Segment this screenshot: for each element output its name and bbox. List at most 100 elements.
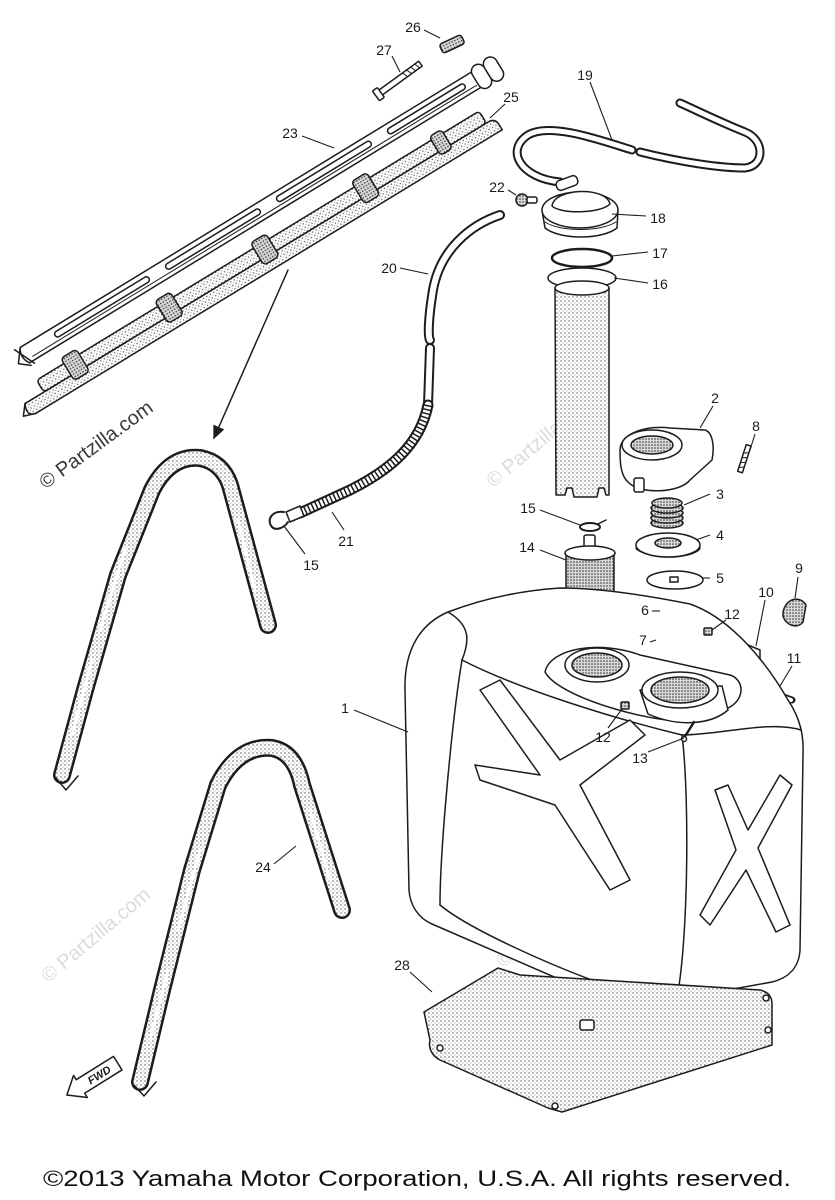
part-2-filler-cap [619, 426, 714, 493]
callout-17: 17 [652, 245, 668, 261]
tank-front-left-edge [439, 659, 463, 906]
pad-edge-tab [764, 1026, 772, 1034]
callout-14: 14 [519, 539, 535, 555]
tube-body [554, 287, 610, 498]
leader-4 [695, 534, 711, 541]
tank-front-top-edge [461, 659, 683, 736]
tube-end-foot [22, 402, 37, 418]
rail-inner-line [32, 84, 477, 357]
bolt-thread [738, 452, 750, 468]
part-9-clip [782, 598, 807, 627]
valve-nub [526, 196, 538, 204]
pad-edge-tab [762, 994, 770, 1002]
callout-8: 8 [752, 418, 760, 434]
callout-11: 11 [787, 650, 802, 666]
part-19-fuel-hose [512, 98, 765, 187]
tube-fitting [155, 292, 183, 323]
leader-27 [391, 55, 401, 73]
hose-inner [425, 212, 503, 343]
tank-top-recess [544, 646, 742, 723]
leader-19 [589, 81, 613, 141]
tube-fitting [61, 349, 89, 380]
callout-6: 6 [641, 602, 649, 618]
callout-4: 4 [716, 527, 724, 543]
strap-slots [70, 518, 257, 737]
bolt-head [372, 87, 385, 102]
bolt-shank [377, 60, 423, 97]
callout-7: 7 [639, 632, 647, 648]
callout-12-b: 12 [595, 729, 611, 745]
callout-5: 5 [716, 570, 724, 586]
part-12-nut [620, 701, 630, 710]
part-22-valve [515, 193, 538, 207]
part-24-strap-upper [53, 448, 277, 791]
leader-12-a [711, 619, 727, 631]
part-1-fuel-tank [404, 587, 804, 1007]
callout-3: 3 [716, 486, 724, 502]
rail-end-hook [13, 346, 36, 367]
part-15-hose-clip [268, 510, 289, 530]
leader-17 [611, 251, 649, 257]
tube-fitting [352, 173, 380, 204]
clip-ring [579, 522, 601, 532]
watermark-faint: © Partzilla.com [37, 884, 154, 987]
strap-fill [55, 451, 275, 782]
part-5-gasket [646, 570, 704, 590]
leader-21 [331, 511, 345, 531]
tube-fitting [429, 130, 452, 155]
part-17-o-ring [550, 247, 614, 269]
fwd-arrow: FWD [66, 1055, 123, 1099]
part-20-vent-hose [423, 210, 505, 410]
hose-inner [637, 100, 763, 171]
rail-slot [53, 276, 151, 338]
pad-edge-tab [436, 1044, 444, 1052]
pad-tab [579, 1019, 595, 1031]
leader-28 [409, 971, 433, 993]
strap-end-hook [133, 1081, 157, 1097]
leader-25 [489, 103, 506, 119]
callout-22: 22 [489, 179, 505, 195]
rail-slot [275, 140, 373, 203]
spring-coils [297, 403, 434, 518]
tank-front-x-emboss [474, 679, 646, 891]
tube-fitting [251, 234, 279, 265]
spring-outline [294, 399, 434, 519]
leader-15-left [283, 525, 306, 555]
rail-slot [386, 83, 466, 135]
hose-inner [514, 127, 635, 185]
leader-23 [301, 135, 335, 149]
spring-end-fitting [285, 505, 305, 523]
rail-end-loop [482, 56, 505, 82]
leader-26 [423, 29, 441, 39]
leader-24 [273, 845, 297, 865]
tank-side-x-emboss [699, 774, 793, 933]
callout-13: 13 [632, 750, 648, 766]
callout-15-left: 15 [303, 557, 319, 573]
tank-pump-inner [650, 676, 710, 704]
callout-23: 23 [282, 125, 298, 141]
callout-20: 20 [381, 260, 397, 276]
tank-right-top-edge [681, 725, 802, 736]
fwd-arrow-shape [66, 1055, 123, 1099]
leader-18 [611, 213, 647, 217]
disc-inner [654, 537, 682, 549]
strap-fill [133, 741, 349, 1089]
valve-body [515, 193, 529, 207]
cap-fitting [555, 174, 579, 192]
cap-dome [551, 190, 611, 213]
part-26-clip [439, 34, 465, 54]
callout-18: 18 [650, 210, 666, 226]
strap-slots [148, 808, 332, 1042]
leader-2 [699, 405, 714, 429]
part-4-disc [635, 532, 701, 558]
part-25-tube-assembly [22, 111, 503, 418]
leader-3 [683, 493, 711, 506]
callout-21: 21 [338, 533, 354, 549]
partzilla-watermark: © Partzilla.com [35, 397, 157, 494]
gasket-center [669, 576, 679, 583]
part-21-spring [285, 399, 434, 523]
cap-top-inset [630, 435, 674, 455]
tank-corner-edge [675, 734, 688, 1003]
bolt-thread [402, 63, 421, 78]
callout-12-a: 12 [724, 606, 740, 622]
